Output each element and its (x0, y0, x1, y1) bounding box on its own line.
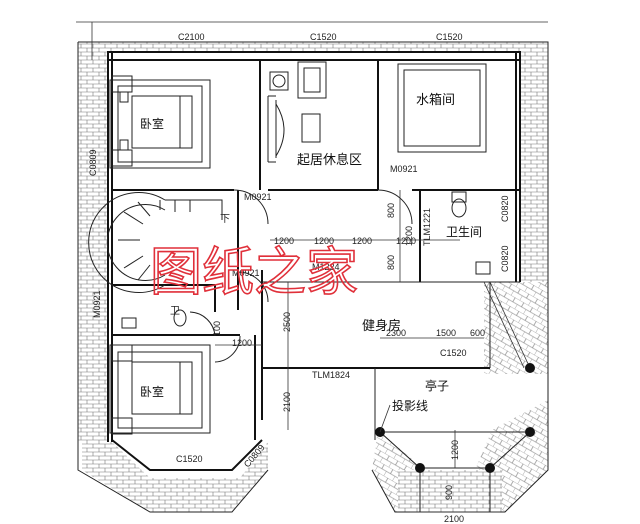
dim-1200-d: 1200 (396, 236, 416, 246)
code-c0820-a: C0820 (500, 195, 510, 222)
dim-600: 600 (470, 328, 485, 338)
walls (107, 51, 521, 471)
dimension-lines (76, 21, 548, 513)
dim-2100-b: 2100 (444, 514, 464, 524)
code-m0921-right: M0921 (390, 164, 418, 174)
dim-1200-g: 1200 (450, 440, 460, 460)
code-m0921-mid: M0921 (232, 268, 260, 278)
room-label-toilet: 卫 (170, 306, 180, 317)
doors (189, 189, 413, 363)
dim-2100-a: 2100 (282, 392, 292, 412)
code-c1520-top-right: C1520 (436, 32, 463, 42)
code-c1520-gym: C1520 (440, 348, 467, 358)
room-label-living: 起居休息区 (297, 152, 362, 168)
bed-bottom (109, 344, 211, 435)
dim-2500: 2500 (282, 312, 292, 332)
dim-800-a: 800 (386, 203, 396, 218)
code-c1520-bottom: C1520 (176, 454, 203, 464)
dim-100: 100 (212, 321, 222, 336)
code-c0820-b: C0820 (500, 245, 510, 272)
room-label-bedroom-bottom: 卧室 (140, 384, 164, 399)
code-tlm1824: TLM1824 (312, 370, 350, 380)
room-label-bathroom: 卫生间 (446, 225, 482, 239)
dim-2300: 2300 (386, 328, 406, 338)
bathroom-fixtures (121, 191, 491, 329)
stair-down-label: 下 (220, 214, 230, 225)
code-c1520-top: C1520 (310, 32, 337, 42)
code-m1224: M1224 (312, 262, 340, 272)
code-tlm1221: TLM1221 (422, 208, 432, 246)
code-m0921-left: M0921 (244, 192, 272, 202)
dim-800-b: 800 (386, 255, 396, 270)
room-label-gym: 健身房 (362, 318, 401, 334)
code-m0921-small: M0921 (92, 290, 102, 318)
room-label-bedroom-top: 卧室 (140, 116, 164, 131)
dim-1200-c: 1200 (352, 236, 372, 246)
dim-1200-b: 1200 (314, 236, 334, 246)
dim-900: 900 (444, 485, 454, 500)
code-c0809-left: C0809 (88, 149, 98, 176)
dim-1200-e: 1200 (404, 226, 414, 246)
water-tank (397, 63, 487, 153)
code-c2100: C2100 (178, 32, 205, 42)
projection-line-label: 投影线 (392, 398, 428, 413)
spiral-stair (88, 192, 223, 293)
dim-1200-a: 1200 (274, 236, 294, 246)
dim-1200-f: 1200 (232, 338, 252, 348)
watermark-text: 图纸之家 (150, 243, 358, 303)
room-label-water-tank: 水箱间 (416, 92, 455, 108)
dim-1500: 1500 (436, 328, 456, 338)
room-label-pavilion: 亭子 (425, 378, 449, 393)
living-furniture (267, 61, 327, 163)
bed-top (109, 75, 211, 169)
